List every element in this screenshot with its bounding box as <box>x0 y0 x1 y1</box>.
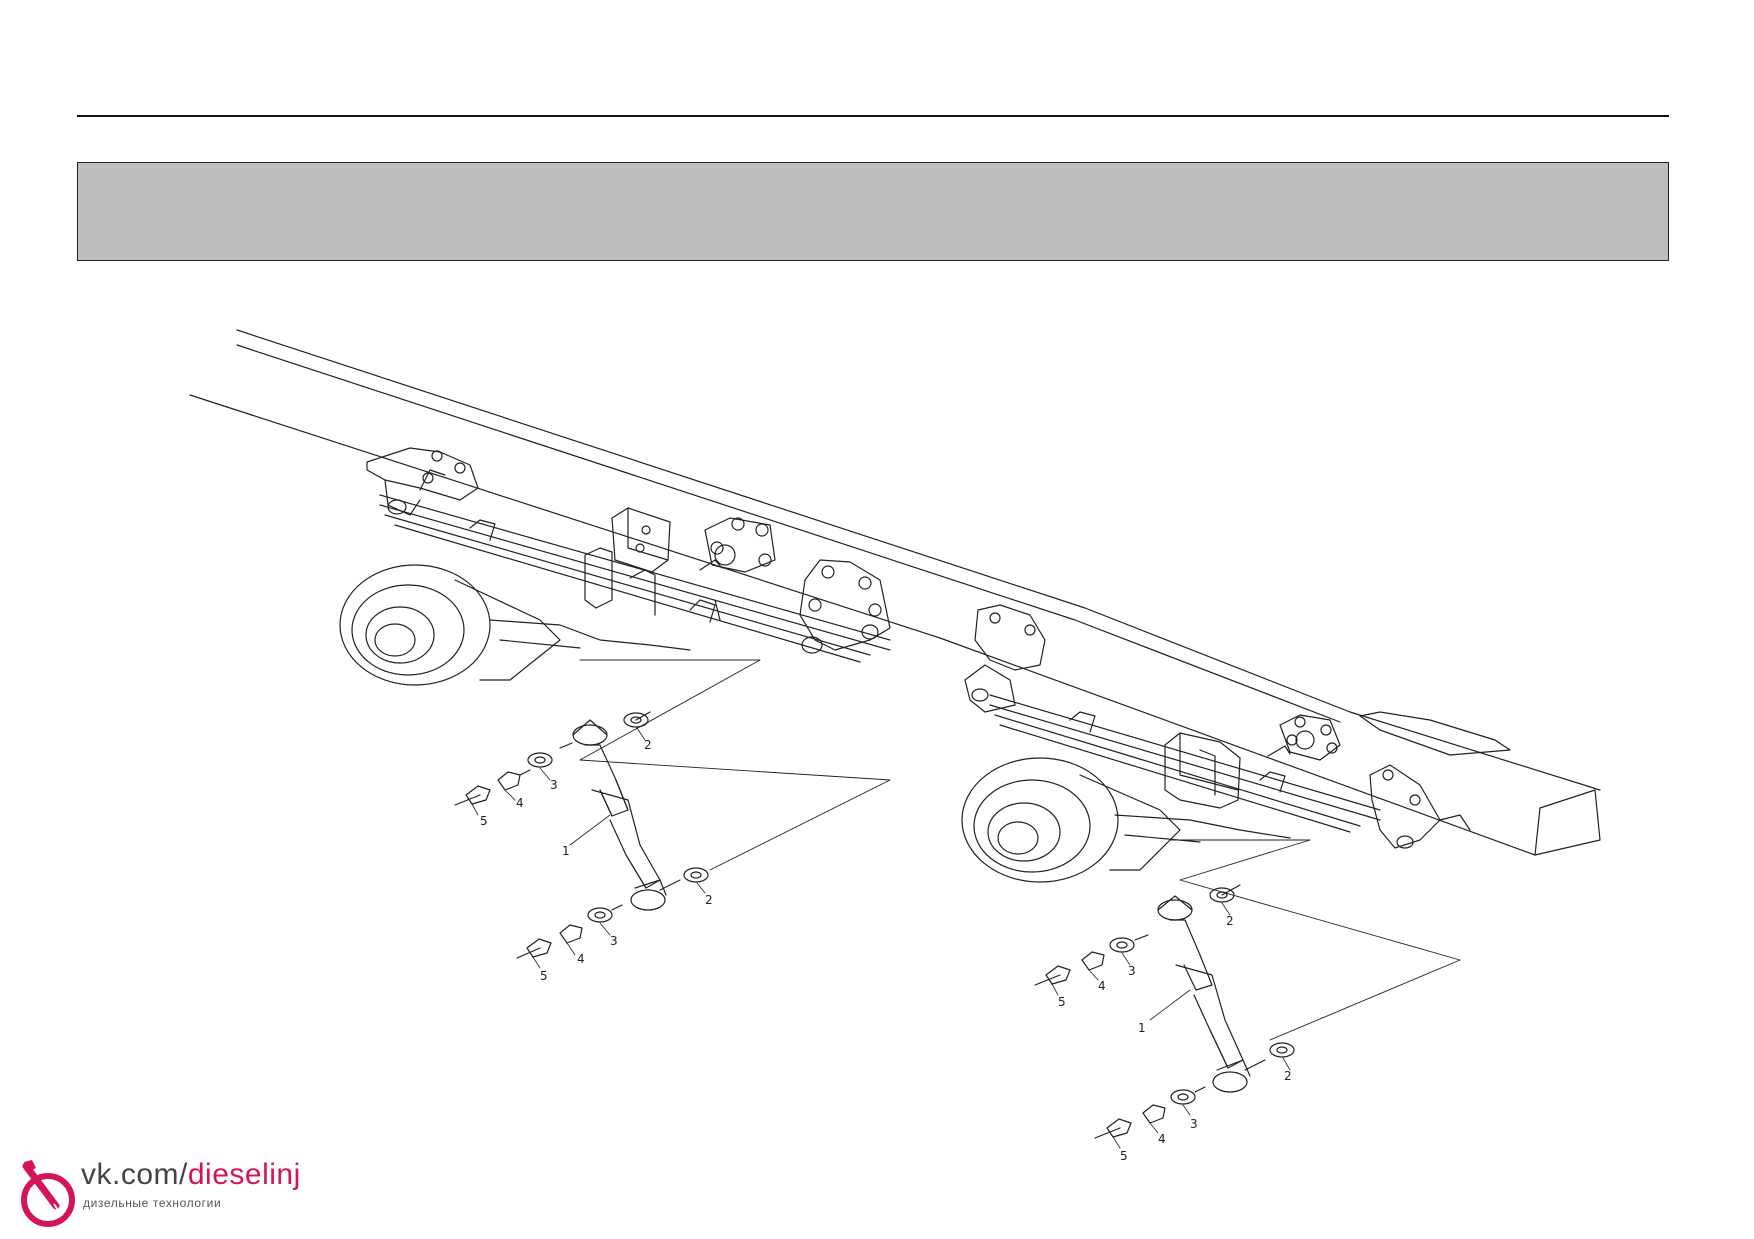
right-callout-numbers: 1 2 2 3 4 5 3 4 5 <box>1058 914 1292 1163</box>
left-center-bracket <box>584 507 671 616</box>
left-upper-hardware <box>454 711 651 806</box>
right-upper-hardware <box>1034 884 1241 986</box>
left-callout-v <box>579 659 891 871</box>
left-label-1: 1 <box>562 844 570 858</box>
left-label-3-lower: 3 <box>610 934 618 948</box>
left-callout-leaders <box>471 727 706 969</box>
right-label-3-upper: 3 <box>1128 964 1136 978</box>
header-rule <box>77 115 1669 117</box>
right-lower-hardware <box>1094 1042 1295 1139</box>
left-label-5-lower: 5 <box>540 969 548 983</box>
right-callout-v <box>1169 839 1461 1041</box>
left-wheel-hub <box>339 564 691 686</box>
left-label-5-upper: 5 <box>480 814 488 828</box>
left-label-2-upper: 2 <box>644 738 652 752</box>
right-label-5-upper: 5 <box>1058 995 1066 1009</box>
left-shock-upper-mount <box>699 517 776 573</box>
left-front-hanger <box>366 447 479 516</box>
left-leaf-spring <box>379 494 891 663</box>
left-lower-hardware <box>516 867 709 959</box>
right-leaf-spring <box>989 694 1381 833</box>
watermark-url-accent: dieselinj <box>187 1158 301 1191</box>
right-center-bracket <box>1164 732 1241 809</box>
right-callout-leaders <box>1051 902 1291 1149</box>
right-label-4-upper: 4 <box>1098 979 1106 993</box>
right-shock-upper-mount <box>1267 714 1341 761</box>
right-label-2-upper: 2 <box>1226 914 1234 928</box>
watermark-url-prefix: vk.com/ <box>81 1158 188 1191</box>
watermark-url[interactable]: vk.com/dieselinj <box>81 1158 301 1192</box>
left-label-3-upper: 3 <box>550 778 558 792</box>
left-label-4-upper: 4 <box>516 796 524 810</box>
header-banner <box>77 162 1669 261</box>
left-rear-hanger <box>799 559 891 654</box>
right-label-4-lower: 4 <box>1158 1132 1166 1146</box>
left-callout-numbers: 1 2 2 3 4 5 3 4 5 <box>480 738 713 983</box>
frame-rail <box>189 329 1601 856</box>
right-label-5-lower: 5 <box>1120 1149 1128 1163</box>
injector-logo-icon <box>21 1160 75 1227</box>
right-label-2-lower: 2 <box>1284 1069 1292 1083</box>
right-front-hanger <box>964 604 1046 713</box>
watermark-subtitle: дизельные технологии <box>83 1196 222 1210</box>
right-wheel-hub <box>961 757 1291 883</box>
right-shock-absorber <box>1157 895 1251 1093</box>
left-shock-absorber <box>572 719 667 911</box>
left-label-4-lower: 4 <box>577 952 585 966</box>
vk-watermark[interactable]: vk.com/dieselinj дизельные технологии <box>18 1158 301 1228</box>
right-label-3-lower: 3 <box>1190 1117 1198 1131</box>
left-label-2-lower: 2 <box>705 893 713 907</box>
right-rear-hanger <box>1369 764 1471 849</box>
right-label-1: 1 <box>1138 1021 1146 1035</box>
